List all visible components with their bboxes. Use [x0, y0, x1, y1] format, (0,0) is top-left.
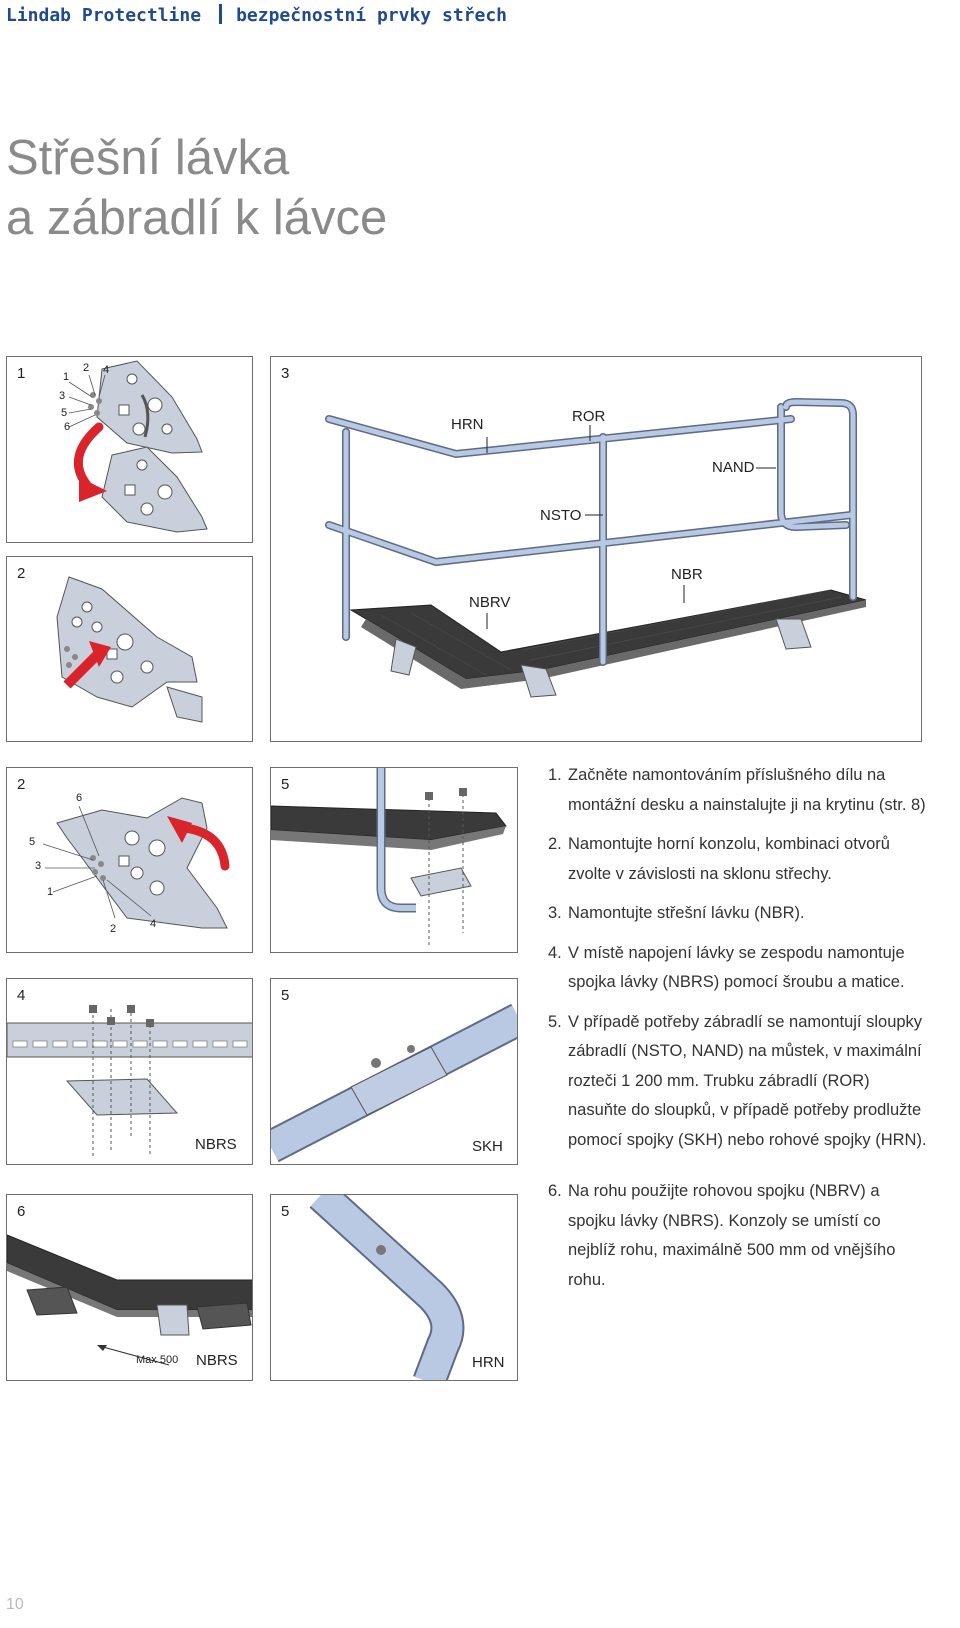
callout-2: 2 — [110, 923, 117, 935]
figure-panel-2: 2 — [6, 556, 253, 742]
panel-1-number: 1 — [17, 365, 26, 382]
header-separator — [219, 4, 223, 24]
callout-5: 5 — [29, 836, 36, 848]
panel-6-number: 6 — [17, 1203, 26, 1220]
callout-4: 4 — [103, 364, 110, 376]
figure-panel-5b: 5 SKH — [270, 978, 518, 1165]
panel-5a-number: 5 — [281, 776, 290, 793]
header-section: bezpečnostní prvky střech — [236, 5, 508, 26]
label-nbrs-corner: NBRS — [196, 1352, 238, 1369]
callout-4: 4 — [150, 918, 157, 930]
post-mount-illustration — [271, 768, 507, 948]
label-nbrv: NBRV — [469, 594, 511, 611]
instruction-step: 1.Začněte namontováním příslušného dílu … — [548, 766, 926, 814]
panel-5b-number: 5 — [281, 987, 290, 1004]
instruction-step: 3.Namontujte střešní lávku (NBR). — [548, 904, 805, 922]
callout-6: 6 — [76, 792, 83, 804]
header-brand: Lindab Protectline — [6, 5, 202, 26]
panel-2b-number: 2 — [17, 776, 26, 793]
figure-panel-4: 4 NBRS — [6, 978, 253, 1165]
callout-3: 3 — [35, 860, 42, 872]
figure-panel-1: 1 1 2 4 3 5 6 — [6, 356, 253, 543]
figure-panel-3: 3 HRN ROR NAND NSTO NBR NBRV — [270, 356, 922, 742]
figure-panel-2b: 2 6 5 3 1 2 4 — [6, 767, 253, 953]
label-hrn: HRN — [451, 416, 484, 433]
page-number: 10 — [6, 1596, 24, 1613]
label-skh: SKH — [472, 1138, 503, 1155]
instruction-step: 4.V místě napojení lávky se zespodu namo… — [548, 943, 905, 992]
instructions-list: 1.Začněte namontováním příslušného dílu … — [548, 761, 928, 1305]
callout-2: 2 — [83, 362, 90, 374]
instruction-step: 2.Namontujte horní konzolu, kombinaci ot… — [548, 835, 890, 883]
bracket-callout-illustration — [42, 797, 230, 929]
walkway-railing-illustration — [325, 397, 867, 698]
callout-5: 5 — [61, 407, 68, 419]
figure-panel-6: 6 Max 500 NBRS — [6, 1194, 253, 1381]
panel-3-number: 3 — [281, 365, 290, 382]
panel-2-number: 2 — [17, 565, 26, 582]
dimension-max-500: Max 500 — [136, 1354, 179, 1366]
panel-4-number: 4 — [17, 987, 26, 1004]
bracket-mount-illustration — [68, 360, 208, 533]
instruction-step: 5.V případě potřeby zábradlí se namontuj… — [548, 1012, 927, 1149]
page-title: Střešní lávka a zábradlí k lávce — [6, 128, 387, 248]
label-hrn-corner: HRN — [472, 1354, 505, 1371]
title-line-1: Střešní lávka — [6, 131, 290, 185]
label-nsto: NSTO — [540, 507, 582, 524]
title-line-2: a zábradlí k lávce — [6, 191, 388, 245]
label-nbrs: NBRS — [195, 1136, 237, 1153]
corner-walkway-illustration — [7, 1234, 252, 1366]
corner-tube-illustration — [309, 1195, 465, 1380]
figure-panel-5c: 5 HRN — [270, 1194, 518, 1381]
callout-3: 3 — [59, 390, 66, 402]
callout-6: 6 — [64, 421, 71, 433]
callout-1: 1 — [63, 371, 70, 383]
walkway-coupling-illustration — [7, 1005, 252, 1159]
instruction-step: 6.Na rohu použijte rohovou spojku (NBRV)… — [548, 1182, 896, 1289]
callout-1: 1 — [47, 886, 54, 898]
label-nbr: NBR — [671, 566, 703, 583]
label-ror: ROR — [572, 408, 606, 425]
figure-panel-5a: 5 — [270, 767, 518, 953]
tube-joint-illustration — [271, 1003, 517, 1163]
page-header: Lindab Protectline bezpečnostní prvky stř… — [6, 4, 507, 26]
label-nand: NAND — [712, 459, 755, 476]
upper-bracket-illustration — [56, 576, 203, 723]
panel-5c-number: 5 — [281, 1203, 290, 1220]
